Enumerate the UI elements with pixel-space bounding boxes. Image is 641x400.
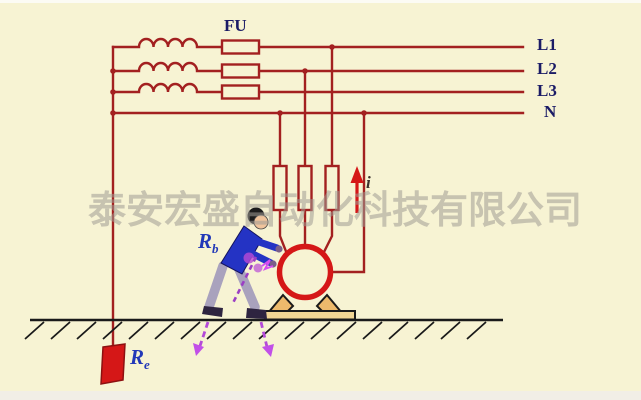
- fault-current-arrow: [350, 166, 364, 213]
- body-current-dash: [231, 256, 258, 304]
- earth-resistance-symbol: R: [130, 345, 145, 369]
- coil-l2: [111, 61, 225, 73]
- earth-current-right: [259, 321, 269, 348]
- motor-branch-fuses: [272, 45, 340, 256]
- fuse-bank-horizontal: [220, 39, 261, 100]
- ground-surface: [24, 318, 503, 340]
- fault-current-label: i: [366, 173, 371, 192]
- shock-glow-hand: [253, 263, 263, 273]
- earth-electrode: [100, 343, 126, 385]
- fuse-group-label: FU: [224, 16, 247, 35]
- person-face: [253, 214, 269, 230]
- transformer-windings: [111, 37, 225, 350]
- person-back-shoe: [202, 306, 223, 317]
- shock-glow-chest: [243, 252, 255, 264]
- earth-current-left: [198, 321, 210, 347]
- body-resistance-symbol: R: [198, 229, 213, 253]
- person-figure: [202, 207, 283, 319]
- person-upper-arm: [249, 236, 281, 252]
- ground-hatching: [24, 321, 487, 340]
- branch-wire-left: [278, 111, 289, 256]
- body-resistance-label: Rb: [198, 229, 219, 257]
- supply-lines: [111, 45, 525, 115]
- branch-wire-right: [321, 45, 334, 256]
- earth-resistance-subscript: e: [144, 357, 150, 373]
- fuse-l2: [220, 63, 261, 79]
- shock-current-arrows: [193, 256, 274, 357]
- line-l2-label: L2: [537, 59, 557, 78]
- top-border: [0, 0, 641, 3]
- fuse-l1: [220, 39, 261, 55]
- motor-circle: [276, 243, 334, 301]
- earth-current-left-head: [193, 343, 204, 356]
- line-l1-label: L1: [537, 35, 557, 54]
- coil-l3: [111, 82, 225, 94]
- person-front-shoe: [246, 308, 267, 319]
- branch-fuse-middle: [297, 164, 313, 212]
- fuse-l3: [220, 84, 261, 100]
- branch-fuse-right: [324, 164, 340, 212]
- neutral-label: N: [544, 102, 557, 121]
- coil-l1: [111, 37, 225, 49]
- person-hand-upper: [275, 245, 283, 253]
- neutral-bond-wire: [331, 111, 366, 274]
- earth-current-right-head: [262, 344, 274, 357]
- shock-spark: [261, 259, 274, 271]
- branch-fuse-left: [272, 164, 288, 212]
- bottom-border: [0, 391, 641, 400]
- earth-resistance-label: Re: [130, 345, 150, 373]
- body-resistance-subscript: b: [212, 241, 219, 257]
- line-l3-label: L3: [537, 81, 557, 100]
- person-back-leg: [204, 261, 228, 312]
- junction-dots: [110, 44, 367, 116]
